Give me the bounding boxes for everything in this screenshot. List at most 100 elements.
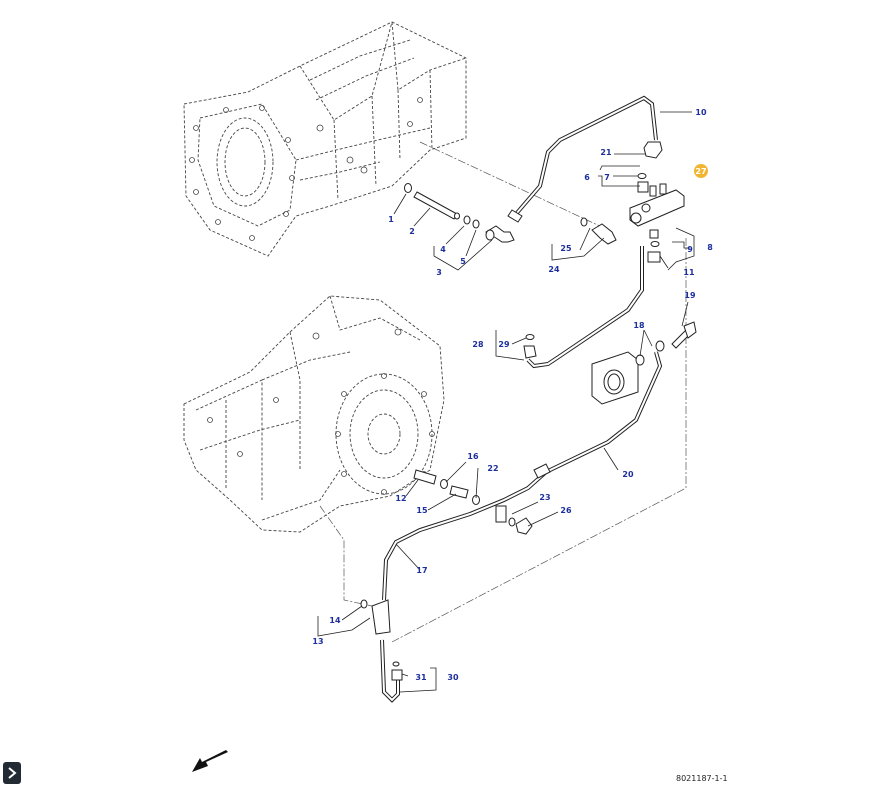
callout-9-label: 9 (687, 245, 693, 254)
callout-14-label: 14 (329, 616, 341, 625)
upper-transmission-housing (183, 21, 467, 257)
expand-panel-button[interactable] (3, 762, 21, 784)
tee-fitting-23 (495, 505, 507, 523)
callout-15[interactable]: 15 (416, 506, 428, 515)
callout-29-label: 29 (498, 340, 510, 349)
callout-1-label: 1 (388, 215, 394, 224)
o-ring-25 (580, 217, 588, 227)
callout-21-label: 21 (600, 148, 612, 157)
callout-19-label: 19 (684, 291, 696, 300)
callout-17-label: 17 (416, 566, 427, 575)
callout-20[interactable]: 20 (622, 470, 634, 479)
seal-18b (655, 340, 665, 352)
callout-2-label: 2 (409, 227, 415, 236)
pipe-10-end (507, 209, 523, 223)
callout-3-label: 3 (436, 268, 442, 277)
flange-18 (591, 351, 639, 405)
callout-22-label: 22 (487, 464, 498, 473)
callout-10[interactable]: 10 (695, 108, 707, 117)
callout-6-label: 6 (584, 173, 590, 182)
callout-22[interactable]: 22 (487, 464, 498, 473)
o-ring-14 (360, 599, 368, 609)
drawing-reference: 8021187-1-1 (676, 774, 728, 783)
cap-nut-21 (643, 141, 663, 159)
callout-24[interactable]: 24 (548, 265, 560, 274)
callout-14[interactable]: 14 (329, 616, 341, 625)
cap-11 (647, 251, 661, 263)
seal-18a (635, 354, 645, 366)
callout-28-label: 28 (472, 340, 484, 349)
callout-5-label: 5 (460, 257, 466, 266)
o-ring-1 (404, 183, 412, 193)
fitting-7 (637, 181, 649, 193)
fitting-31 (391, 669, 403, 681)
callout-6[interactable]: 6 (584, 173, 590, 182)
callout-20-label: 20 (622, 470, 634, 479)
callout-5[interactable]: 5 (460, 257, 466, 266)
callout-23[interactable]: 23 (539, 493, 550, 502)
bolt-19 (671, 321, 697, 349)
o-ring-4 (463, 215, 471, 225)
callout-11-label: 11 (683, 268, 695, 277)
callout-11[interactable]: 11 (683, 268, 695, 277)
callout-2[interactable]: 2 (409, 227, 415, 236)
callout-29[interactable]: 29 (498, 340, 510, 349)
callout-1[interactable]: 1 (388, 215, 394, 224)
callout-26[interactable]: 26 (560, 506, 572, 515)
chevron-right-icon (8, 767, 17, 779)
callout-30-label: 30 (447, 673, 459, 682)
callout-25[interactable]: 25 (560, 244, 572, 253)
callout-17[interactable]: 17 (416, 566, 427, 575)
tube-2 (413, 191, 460, 220)
tee-fitting-13 (371, 599, 391, 635)
distribution-block-27 (629, 183, 685, 227)
o-ring-7 (637, 173, 647, 179)
callout-27-label: 27 (695, 167, 706, 176)
callout-23-label: 23 (539, 493, 550, 502)
callout-19[interactable]: 19 (684, 291, 696, 300)
parts (360, 95, 697, 703)
callout-16[interactable]: 16 (467, 452, 479, 461)
lower-transmission-housing (183, 295, 445, 533)
direction-arrow-icon (192, 750, 228, 772)
leader-lines (317, 111, 695, 693)
callout-13-label: 13 (312, 637, 323, 646)
callout-25-label: 25 (560, 244, 572, 253)
callout-4-label: 4 (440, 245, 446, 254)
callout-9[interactable]: 9 (687, 245, 693, 254)
pipe-28 (526, 246, 644, 369)
callout-27-highlighted[interactable]: 27 (694, 164, 708, 178)
callout-18-label: 18 (633, 321, 645, 330)
fitting-9 (649, 229, 659, 239)
callout-7-label: 7 (604, 173, 610, 182)
elbow-fitting-24 (591, 223, 617, 245)
o-ring-9 (650, 241, 660, 247)
callout-18[interactable]: 18 (633, 321, 645, 330)
callout-24-label: 24 (548, 265, 560, 274)
callout-10-label: 10 (695, 108, 707, 117)
cap-nut-26 (515, 517, 533, 535)
callout-13[interactable]: 13 (312, 637, 323, 646)
callout-4[interactable]: 4 (440, 245, 446, 254)
callout-27-badge (694, 164, 708, 178)
callout-28[interactable]: 28 (472, 340, 484, 349)
callout-30[interactable]: 30 (447, 673, 459, 682)
callout-31[interactable]: 31 (415, 673, 427, 682)
assembly-lines (319, 141, 687, 643)
callout-12[interactable]: 12 (395, 494, 406, 503)
callout-3[interactable]: 3 (436, 268, 442, 277)
fitting-12 (413, 469, 437, 485)
callout-16-label: 16 (467, 452, 479, 461)
elbow-fitting-3 (485, 225, 515, 243)
lower-housing-bolts (207, 328, 435, 495)
o-ring-5 (472, 219, 480, 229)
callout-21[interactable]: 21 (600, 148, 612, 157)
callout-15-label: 15 (416, 506, 428, 515)
callout-12-label: 12 (395, 494, 406, 503)
callout-31-label: 31 (415, 673, 427, 682)
callout-8[interactable]: 8 (707, 243, 713, 252)
callout-26-label: 26 (560, 506, 572, 515)
callout-7[interactable]: 7 (604, 173, 610, 182)
upper-housing-bolts (189, 97, 423, 241)
